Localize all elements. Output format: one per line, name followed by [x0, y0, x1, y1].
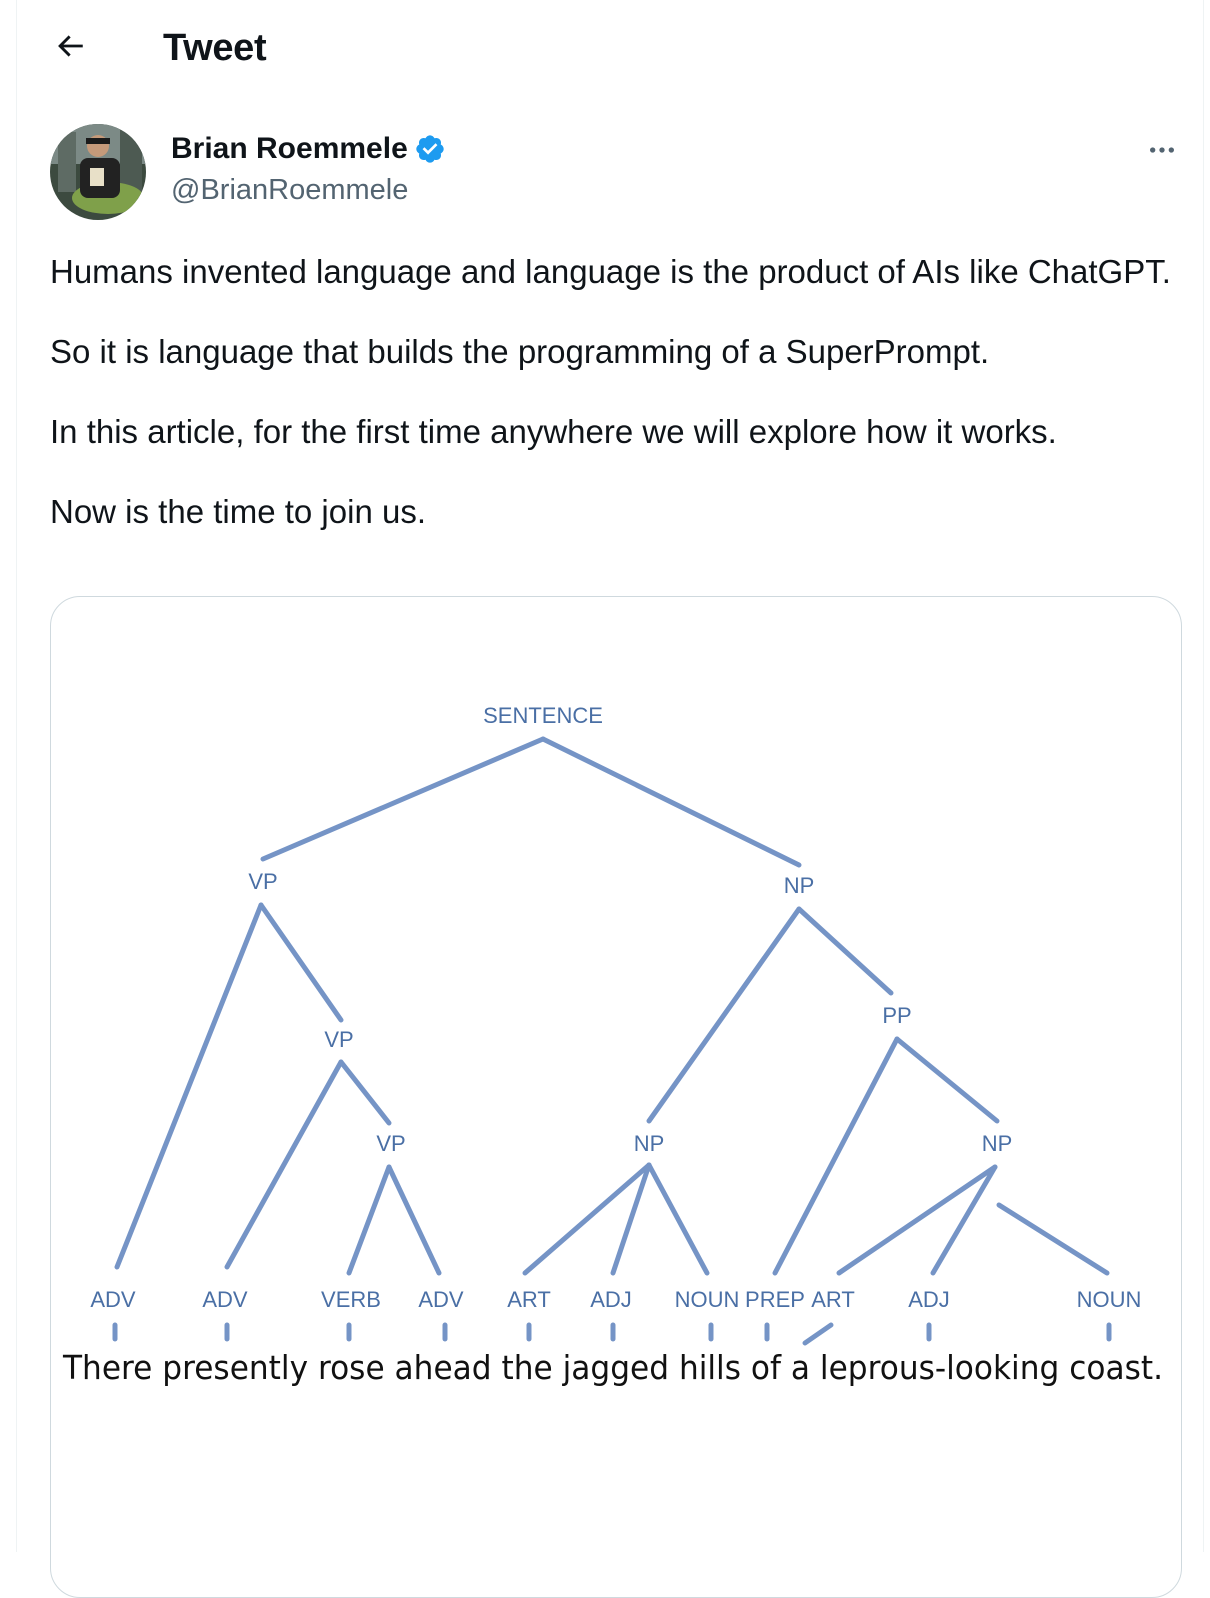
- parse-tree-diagram: SENTENCE VP NP VP PP VP NP NP ADV ADV VE…: [62, 703, 1163, 1387]
- node-sentence: SENTENCE: [483, 703, 603, 728]
- author-name: Brian Roemmele: [171, 132, 408, 165]
- pos-tag: VERB: [321, 1287, 381, 1312]
- phrase-labels: SENTENCE VP NP VP PP VP NP NP: [248, 703, 1012, 1156]
- tweet-paragraph: Humans invented language and language is…: [50, 253, 1171, 290]
- page-title: Tweet: [163, 27, 267, 69]
- verified-badge-icon: [416, 135, 444, 163]
- pos-tag: ART: [811, 1287, 855, 1312]
- example-sentence: There presently rose ahead the jagged hi…: [62, 1348, 1163, 1387]
- avatar-photo: [50, 124, 146, 220]
- tree-edges: [112, 736, 1112, 1346]
- node-np: NP: [982, 1131, 1013, 1156]
- tweet-media-image[interactable]: SENTENCE VP NP VP PP VP NP NP ADV ADV VE…: [50, 596, 1182, 1598]
- author-name-row[interactable]: Brian Roemmele: [171, 130, 446, 168]
- page-header: Tweet: [0, 0, 1200, 96]
- node-pp: PP: [882, 1003, 911, 1028]
- pos-tag: ADV: [202, 1287, 248, 1312]
- node-vp: VP: [248, 869, 277, 894]
- tweet-paragraph: So it is language that builds the progra…: [50, 333, 990, 370]
- node-vp: VP: [376, 1131, 405, 1156]
- tweet-text: Humans invented language and language is…: [50, 252, 1180, 572]
- pos-tag: NOUN: [1077, 1287, 1142, 1312]
- node-vp: VP: [324, 1027, 353, 1052]
- pos-tag: ADJ: [590, 1287, 632, 1312]
- tweet-paragraph: Now is the time to join us.: [50, 493, 426, 530]
- pos-tags: ADV ADV VERB ADV ART ADJ NOUN PREP ART A…: [90, 1287, 1141, 1312]
- pos-tag: ART: [507, 1287, 551, 1312]
- ellipsis-icon: [1150, 147, 1174, 153]
- pos-tag: NOUN: [675, 1287, 740, 1312]
- back-button[interactable]: [46, 22, 94, 70]
- pos-tag: ADJ: [908, 1287, 950, 1312]
- node-np: NP: [634, 1131, 665, 1156]
- right-divider: [1203, 0, 1204, 1552]
- tweet-paragraph: In this article, for the first time anyw…: [50, 413, 1057, 450]
- arrow-left-icon: [58, 35, 83, 57]
- pos-tag: ADV: [90, 1287, 136, 1312]
- pos-tag: ADV: [418, 1287, 464, 1312]
- avatar[interactable]: [50, 124, 146, 220]
- more-options-button[interactable]: [1138, 128, 1186, 172]
- node-np: NP: [784, 873, 815, 898]
- author-handle[interactable]: @BrianRoemmele: [171, 174, 409, 206]
- left-divider: [16, 0, 17, 1552]
- pos-tag: PREP: [745, 1287, 805, 1312]
